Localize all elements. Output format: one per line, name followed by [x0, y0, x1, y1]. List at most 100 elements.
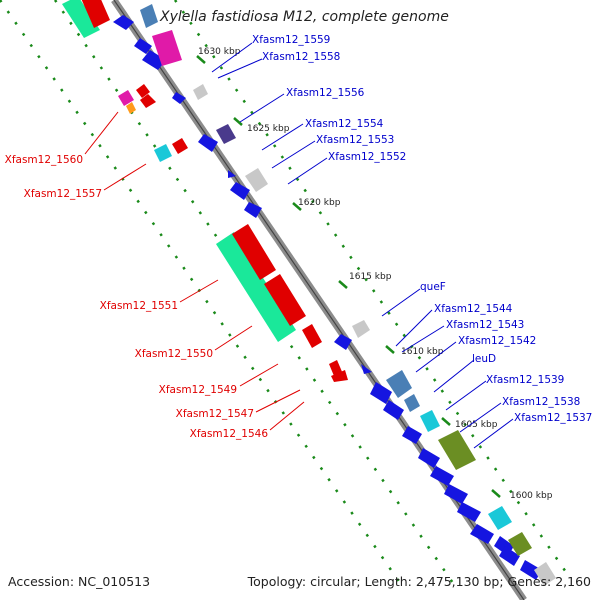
leader-line: [433, 359, 475, 393]
tick-marks: [196, 55, 501, 498]
gene-cyan-icon: [488, 506, 512, 530]
gene-magenta-icon: [118, 90, 134, 106]
genes-reverse: [62, 0, 348, 382]
gene-red-icon: [264, 274, 306, 326]
gene-red-icon: [232, 224, 276, 280]
gene-steelblue-icon: [140, 4, 158, 28]
gene-forward-icon: [134, 38, 152, 54]
tick-label: 1630 kbp: [198, 47, 241, 57]
gene-label-reverse[interactable]: Xfasm12_1546: [190, 428, 269, 440]
leader-line: [214, 325, 253, 351]
gene-gray-icon: [352, 320, 370, 338]
gene-label-reverse[interactable]: Xfasm12_1560: [5, 154, 83, 166]
gene-forward-icon: [520, 560, 542, 580]
gene-olive-icon: [508, 532, 532, 556]
gene-label-forward[interactable]: Xfasm12_1538: [502, 396, 580, 408]
tick-label: 1610 kbp: [401, 347, 444, 357]
gene-label-forward[interactable]: queF: [420, 281, 446, 293]
leader-line: [401, 325, 445, 353]
tick-labels: 1630 kbp 1625 kbp 1620 kbp 1615 kbp 1610…: [198, 47, 553, 501]
tick-mark: [491, 489, 501, 498]
gene-red-icon: [136, 84, 150, 98]
genes-forward-colored: [140, 4, 556, 586]
tick-label: 1600 kbp: [510, 491, 553, 501]
tick-mark: [338, 280, 348, 289]
leader-line: [217, 58, 263, 79]
gene-label-forward[interactable]: Xfasm12_1539: [486, 374, 564, 386]
gene-label-forward[interactable]: Xfasm12_1552: [328, 151, 406, 163]
tick-mark: [441, 417, 451, 426]
gene-label-forward[interactable]: Xfasm12_1558: [262, 51, 340, 63]
gene-label-forward[interactable]: Xfasm12_1553: [316, 134, 394, 146]
leader-line: [261, 123, 304, 151]
leader-line: [179, 279, 219, 303]
gene-label-forward[interactable]: Xfasm12_1559: [252, 34, 330, 46]
leader-lines-forward: [211, 42, 514, 449]
gene-forward-icon: [402, 426, 422, 444]
gene-forward-icon: [430, 466, 454, 486]
gene-forward-icon: [418, 448, 440, 468]
gene-gray-icon: [245, 168, 268, 192]
gene-label-forward[interactable]: Xfasm12_1544: [434, 303, 513, 315]
gene-label-reverse[interactable]: Xfasm12_1547: [176, 408, 254, 420]
tick-label: 1615 kbp: [349, 272, 392, 282]
gene-forward-icon: [457, 502, 481, 522]
tick-mark: [292, 202, 302, 211]
gene-forward-icon: [334, 334, 352, 350]
genes-forward-blue: [113, 15, 542, 580]
gene-forward-icon: [113, 15, 134, 30]
gene-forward-icon: [499, 546, 520, 566]
gene-forward-icon: [172, 92, 186, 104]
gene-forward-icon: [370, 382, 392, 404]
gene-label-forward[interactable]: leuD: [472, 353, 496, 365]
labels-reverse: Xfasm12_1560 Xfasm12_1557 Xfasm12_1551 X…: [5, 154, 269, 440]
leader-line: [395, 309, 433, 347]
gene-label-forward[interactable]: Xfasm12_1542: [458, 335, 536, 347]
gene-red-icon: [81, 0, 110, 28]
gene-forward-icon: [228, 170, 236, 178]
gene-label-reverse[interactable]: Xfasm12_1551: [100, 300, 178, 312]
accession-text: Accession: NC_010513: [8, 574, 151, 589]
gene-forward-icon: [244, 202, 262, 218]
leader-line: [473, 418, 514, 449]
gene-gray-icon: [534, 562, 556, 586]
gene-label-reverse[interactable]: Xfasm12_1557: [24, 188, 102, 200]
leader-line: [269, 401, 305, 431]
gene-orange-icon: [126, 102, 136, 114]
leader-line: [239, 363, 279, 387]
gene-forward-icon: [142, 50, 166, 70]
gene-label-forward[interactable]: Xfasm12_1554: [305, 118, 384, 130]
gene-label-reverse[interactable]: Xfasm12_1550: [135, 348, 213, 360]
leader-line: [459, 402, 502, 433]
leader-line: [287, 157, 328, 185]
gene-red-icon: [302, 324, 322, 348]
tick-mark: [233, 117, 243, 126]
leader-line: [271, 140, 316, 169]
gene-red-icon: [172, 138, 188, 154]
leader-line: [415, 341, 457, 373]
gene-steelblue-icon: [386, 370, 412, 398]
leader-line: [445, 380, 487, 411]
gene-label-forward[interactable]: Xfasm12_1543: [446, 319, 524, 331]
gene-magenta-icon: [152, 30, 182, 66]
gene-green-icon: [216, 232, 296, 342]
leader-line: [381, 288, 421, 317]
gene-cyan-icon: [154, 144, 172, 162]
gene-label-forward[interactable]: Xfasm12_1537: [514, 412, 592, 424]
gene-forward-icon: [444, 484, 468, 504]
leader-line: [239, 93, 285, 123]
gene-green-icon: [62, 0, 100, 38]
leader-line: [84, 111, 119, 155]
leader-lines-reverse: [84, 111, 305, 431]
gene-label-reverse[interactable]: Xfasm12_1549: [159, 384, 237, 396]
gene-forward-icon: [470, 524, 494, 544]
gene-gray-icon: [193, 84, 208, 100]
gene-steelblue-icon: [404, 394, 420, 412]
gene-label-forward[interactable]: Xfasm12_1556: [286, 87, 365, 99]
labels-forward: Xfasm12_1559 Xfasm12_1558 Xfasm12_1556 X…: [252, 34, 592, 424]
tick-mark: [196, 55, 206, 64]
leader-line: [255, 389, 301, 413]
gene-forward-icon: [198, 134, 218, 152]
gene-olive-icon: [438, 430, 476, 470]
